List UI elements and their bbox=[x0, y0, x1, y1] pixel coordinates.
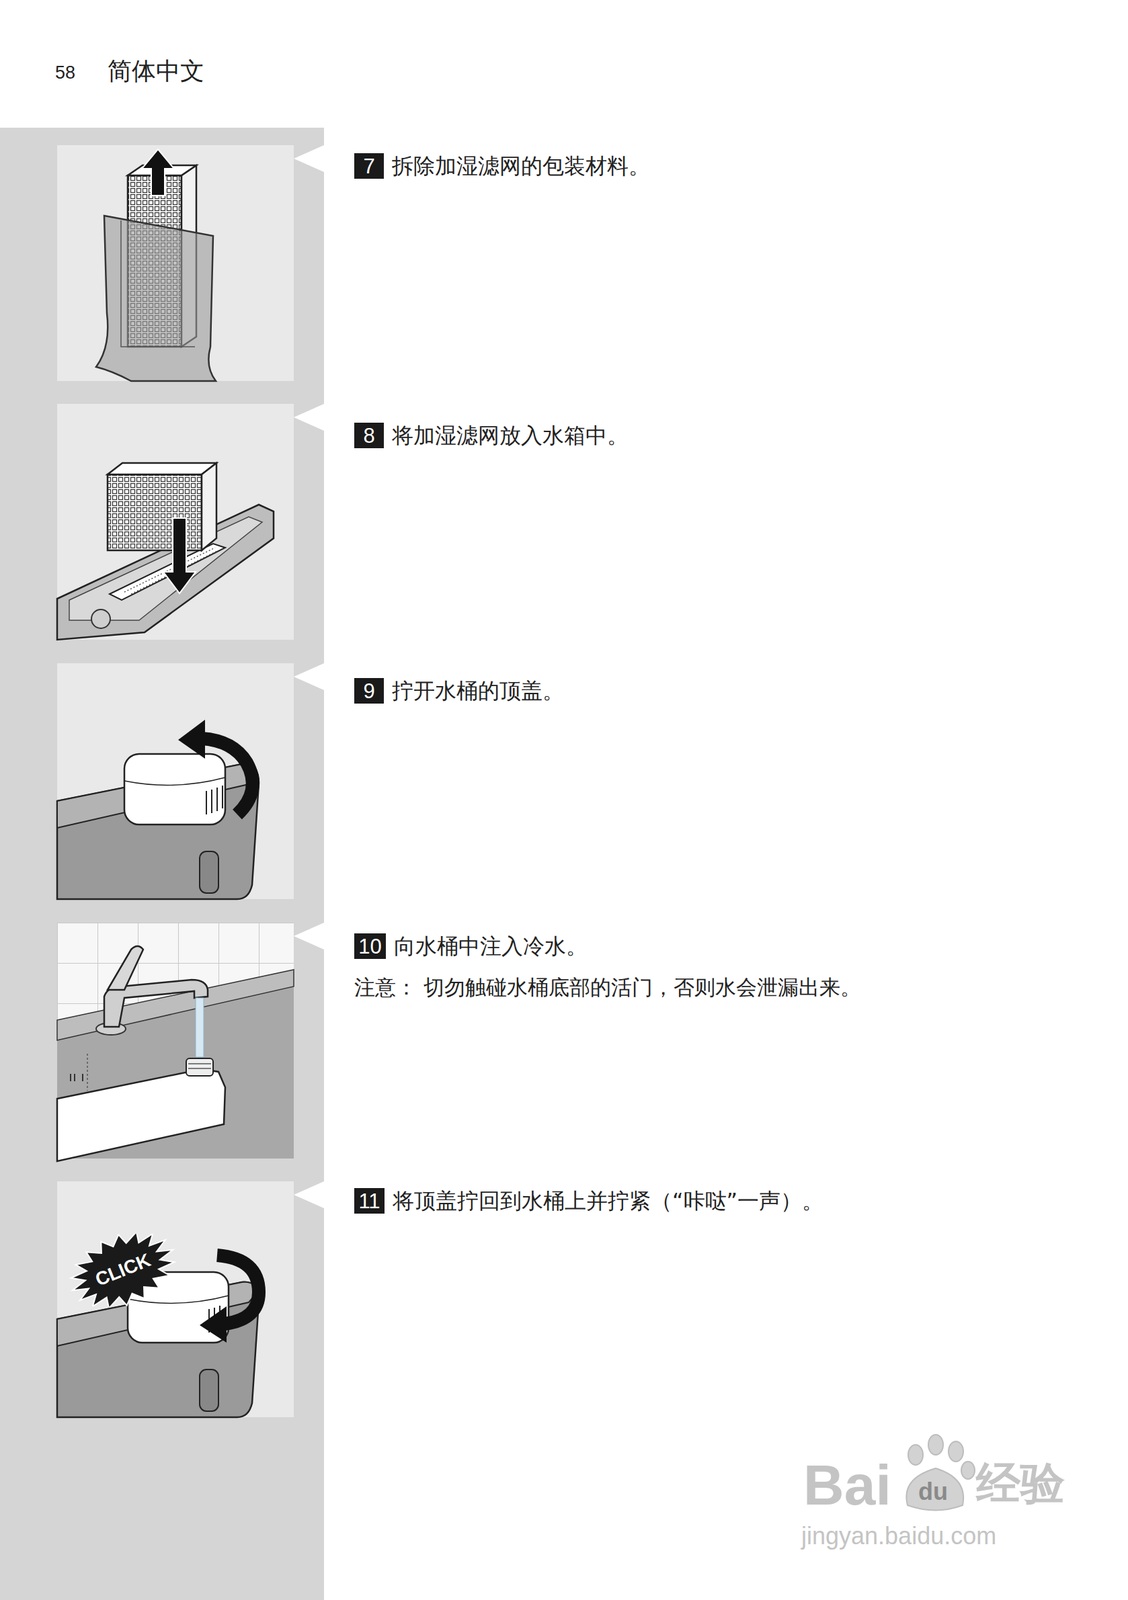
section-header: 简体中文 bbox=[107, 56, 205, 86]
panel-insert-filter-part bbox=[201, 463, 217, 551]
panel-close-cap bbox=[57, 1181, 294, 1418]
panel-unpack-part bbox=[141, 149, 175, 196]
step-text: 将加湿滤网放入水箱中。 bbox=[391, 422, 629, 449]
click-burst: CLICK bbox=[67, 1234, 179, 1307]
panel-insert-filter-part bbox=[107, 474, 202, 551]
watermark-paw-part bbox=[908, 1445, 923, 1466]
side-band bbox=[0, 127, 325, 1600]
step-number: 8 bbox=[354, 422, 384, 449]
panel-open-cap bbox=[57, 663, 294, 900]
step-number-text: 7 bbox=[363, 155, 375, 177]
pointer-tabs-part bbox=[293, 663, 325, 691]
burst-shape bbox=[67, 1234, 179, 1307]
watermark-url: jingyan.baidu.com bbox=[801, 1521, 997, 1551]
watermark: Bai bbox=[803, 1452, 892, 1520]
panel-unpack-part bbox=[96, 215, 216, 382]
panel-open-cap-part bbox=[199, 851, 219, 894]
step-number: 7 bbox=[354, 153, 384, 179]
pointer-tabs-part bbox=[293, 922, 325, 950]
pointer-tabs-part bbox=[293, 145, 325, 173]
panel-insert-filter-part bbox=[124, 547, 219, 595]
step-text: 拆除加湿滤网的包装材料。 bbox=[391, 153, 651, 179]
panel-close-cap-part bbox=[57, 1181, 294, 1418]
panel-open-cap-part bbox=[206, 785, 223, 815]
step-text: 向水桶中注入冷水。 bbox=[393, 933, 588, 960]
watermark-paw-part bbox=[961, 1462, 975, 1480]
panel-open-cap-part bbox=[57, 663, 294, 900]
watermark: 经验 bbox=[976, 1457, 1065, 1511]
step-text: 将顶盖拧回到水桶上并拧紧（“咔哒”一声）。 bbox=[392, 1188, 824, 1215]
panel-insert-filter-part bbox=[107, 463, 217, 475]
step-number-text: 9 bbox=[363, 680, 375, 702]
panel-fill-water-part bbox=[107, 946, 144, 991]
panel-insert-filter bbox=[57, 404, 294, 640]
step-number-text: 11 bbox=[358, 1191, 380, 1213]
page-number: 58 bbox=[55, 61, 76, 84]
panel-insert-filter-part bbox=[57, 404, 294, 640]
panel-open-cap-part-part bbox=[206, 785, 223, 815]
step-number-text: 10 bbox=[358, 936, 382, 958]
pointer-tabs bbox=[293, 145, 325, 1209]
panel-open-cap-part bbox=[201, 738, 253, 815]
watermark-paw-part bbox=[928, 1435, 944, 1456]
panel-fill-water bbox=[57, 922, 294, 1162]
panel-insert-filter-part bbox=[163, 518, 196, 594]
panel-unpack bbox=[57, 145, 294, 382]
panel-fill-water-part bbox=[70, 1074, 83, 1082]
panel-fill-water-part bbox=[186, 1058, 214, 1077]
watermark-paw-part bbox=[948, 1441, 964, 1463]
panel-open-cap-part bbox=[178, 719, 206, 759]
watermark-paw-part bbox=[906, 1468, 964, 1512]
watermark-paw bbox=[906, 1435, 975, 1512]
step-number: 10 bbox=[354, 933, 386, 960]
step-text: 拧开水桶的顶盖。 bbox=[391, 678, 564, 704]
panel-fill-water-part bbox=[57, 1069, 226, 1162]
step-number: 9 bbox=[354, 678, 384, 704]
panel-fill-water-part bbox=[195, 998, 204, 1058]
panel-insert-filter-part bbox=[91, 609, 111, 629]
panel-unpack-part bbox=[121, 220, 195, 347]
step-number-text: 8 bbox=[363, 425, 375, 447]
panel-open-cap-part bbox=[124, 754, 226, 825]
watermark: du bbox=[918, 1477, 948, 1507]
panel-fill-water-part bbox=[188, 1064, 212, 1069]
note-text: 注意： 切勿触碰水桶底部的活门，否则水会泄漏出来。 bbox=[354, 975, 862, 1001]
step-number: 11 bbox=[354, 1188, 385, 1215]
panel-close-cap-part bbox=[199, 1370, 219, 1412]
panel-fill-water-part bbox=[57, 970, 294, 1041]
pointer-tabs-part bbox=[293, 404, 325, 431]
panel-unpack-part bbox=[57, 145, 294, 382]
panel-fill-water-part bbox=[86, 1054, 89, 1092]
pointer-tabs-part bbox=[293, 1181, 325, 1209]
panel-open-cap-part bbox=[124, 777, 226, 786]
panel-close-cap-part bbox=[199, 1306, 227, 1344]
